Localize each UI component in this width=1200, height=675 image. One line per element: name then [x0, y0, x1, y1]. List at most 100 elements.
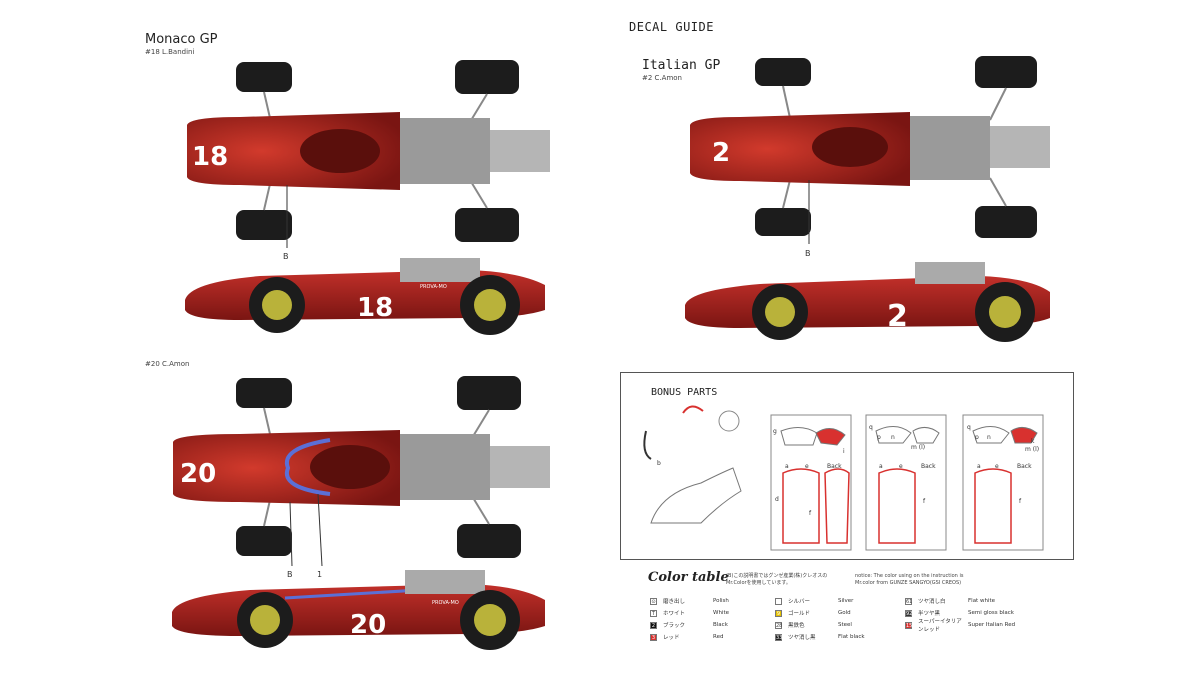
color-table-title: Color table [648, 570, 729, 585]
color-name-jp: ブラック [663, 623, 686, 629]
italian-top-number: 2 [712, 138, 730, 168]
svg-text:f: f [809, 510, 812, 517]
color-name-jp: 磨き出し [663, 599, 686, 605]
italian-side-number: 2 [887, 299, 908, 334]
monaco-sponsor: PROVA-MO [420, 284, 447, 290]
color-name-jp: レッド [663, 635, 680, 641]
color-swatch: 3 [650, 633, 657, 641]
svg-text:b: b [657, 460, 661, 467]
svg-text:n: n [987, 434, 991, 441]
color-name-en: Flat black [838, 634, 865, 640]
color-table-entry: 33 ツヤ消し黒 Flat black [775, 632, 865, 642]
italian-top-view: 2 B [690, 56, 1050, 258]
svg-text:e: e [805, 463, 809, 470]
color-swatch: 158 [905, 621, 916, 629]
color-name-jp: スーパーイタリアンレッド [918, 619, 962, 633]
svg-text:g: g [773, 428, 777, 435]
color-name-jp: 黒鉄色 [788, 623, 805, 629]
color-name-jp: ツヤ消し黒 [788, 635, 816, 641]
color-name-en: Flat white [968, 598, 996, 604]
color-name-en: Silver [838, 598, 854, 604]
color-name-jp: シルバー [788, 599, 811, 605]
color-name-en: Polish [713, 598, 729, 604]
color-name-en: White [713, 610, 729, 616]
svg-text:q: q [967, 424, 971, 431]
svg-text:e: e [995, 463, 999, 470]
svg-text:p: p [877, 434, 881, 441]
svg-text:f: f [1019, 498, 1022, 505]
color-swatch: 61 [905, 597, 913, 605]
color-swatch: ⊙ [650, 597, 657, 605]
color-name-jp: 半ツヤ黒 [918, 611, 941, 617]
color-name-jp: ツヤ消し白 [918, 599, 946, 605]
svg-text:d: d [775, 496, 779, 503]
color-name-jp: ゴールド [788, 611, 811, 617]
color-table-entry: 3 レッド Red [650, 632, 723, 642]
amon20-side-view: 20 PROVA-MO [172, 570, 545, 650]
monaco-title: Monaco GP [145, 32, 218, 47]
svg-text:f: f [923, 498, 926, 505]
color-table-entry: シルバー Silver [775, 596, 853, 606]
color-table-entry: T ホワイト White [650, 608, 729, 618]
bonus-parts-title: BONUS PARTS [651, 387, 718, 398]
monaco-driver: #18 L.Bandini [145, 48, 195, 56]
amon20-side-number: 20 [350, 610, 386, 640]
color-name-en: Black [713, 622, 728, 628]
color-table-note-jp: (B)この説明書ではグンゼ産業(株)クレオスの Mr.Colorを使用しています… [726, 573, 828, 586]
color-table-entry: ⊙ 磨き出し Polish [650, 596, 729, 606]
color-name-en: Gold [838, 610, 851, 616]
color-swatch [775, 597, 782, 605]
italian-side-view: 2 [685, 262, 1050, 342]
color-swatch: 33 [775, 633, 783, 641]
monaco-side-number: 18 [357, 293, 393, 323]
amon20-driver: #20 C.Amon [145, 360, 190, 368]
color-swatch: 2 [650, 621, 657, 629]
monaco-top-number: 18 [192, 142, 228, 172]
svg-text:k: k [1031, 438, 1035, 445]
color-name-en: Steel [838, 622, 852, 628]
color-swatch: 28 [775, 621, 783, 629]
monaco-marker-b: B [283, 252, 289, 261]
color-table-entry: 92 半ツヤ黒 Semi gloss black [905, 608, 1014, 618]
amon20-top-view: 20 B 1 [173, 376, 550, 579]
monaco-top-view: 18 B [187, 60, 550, 261]
amon20-sponsor: PROVA-MO [432, 600, 459, 606]
italian-driver: #2 C.Amon [642, 74, 682, 82]
amon20-marker-1: 1 [317, 570, 322, 579]
svg-text:a: a [879, 463, 883, 470]
page-title: DECAL GUIDE [629, 20, 714, 34]
color-swatch: T [650, 609, 657, 617]
amon20-top-number: 20 [180, 459, 216, 489]
color-swatch: 92 [905, 609, 913, 617]
svg-text:Back: Back [1017, 463, 1032, 470]
color-table-entry: 2 ブラック Black [650, 620, 728, 630]
color-table-entry: 9 ゴールド Gold [775, 608, 851, 618]
color-swatch: 9 [775, 609, 782, 617]
svg-text:q: q [869, 424, 873, 431]
svg-text:n: n [891, 434, 895, 441]
svg-text:Back: Back [921, 463, 936, 470]
italian-marker-b: B [805, 249, 811, 258]
svg-text:Back: Back [827, 463, 842, 470]
color-name-en: Semi gloss black [968, 610, 1014, 616]
color-table-note-en: notice: The color using on the instructi… [855, 573, 964, 586]
color-name-en: Super Italian Red [968, 622, 1016, 628]
color-table-entry: 28 黒鉄色 Steel [775, 620, 852, 630]
svg-text:a: a [977, 463, 981, 470]
color-name-en: Red [713, 634, 724, 640]
italian-title: Italian GP [642, 58, 721, 73]
monaco-side-view: 18 PROVA-MO [185, 258, 545, 335]
svg-text:a: a [785, 463, 789, 470]
svg-text:m (l): m (l) [911, 444, 925, 451]
color-table-entry: 61 ツヤ消し白 Flat white [905, 596, 995, 606]
svg-text:p: p [975, 434, 979, 441]
color-name-jp: ホワイト [663, 611, 686, 617]
svg-text:i: i [843, 448, 845, 455]
amon20-marker-b: B [287, 570, 293, 579]
svg-text:m (l): m (l) [1025, 446, 1039, 453]
bonus-parts-illustration: g i a e Back d f q p n m (l) a e Back f … [643, 405, 1044, 551]
svg-text:e: e [899, 463, 903, 470]
bonus-parts-panel: BONUS PARTS g i [620, 372, 1074, 560]
